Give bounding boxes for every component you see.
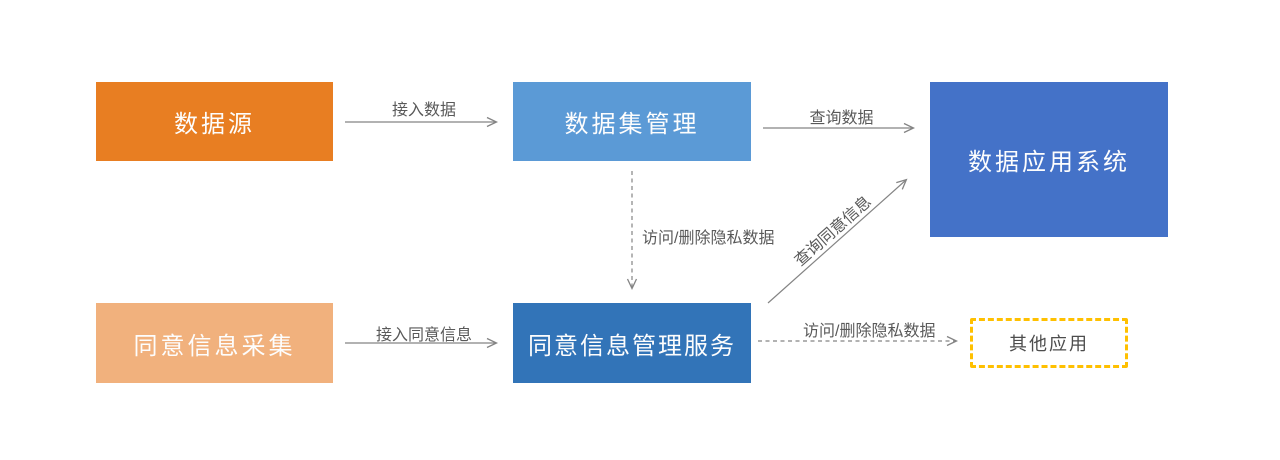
node-consent-info-mgmt-service-label: 同意信息管理服务 [528,332,736,360]
node-consent-info-collection-label: 同意信息采集 [133,332,296,360]
edge-label-access-data: 接入数据 [391,102,456,119]
node-consent-info-mgmt-service: 同意信息管理服务 [513,303,751,383]
edge-label-access-delete-private-data-down: 访问/删除隐私数据 [642,230,775,247]
arrow-query-consent-info [767,178,908,304]
node-data-source-label: 数据源 [174,111,255,138]
edge-label-access-consent-info: 接入同意信息 [375,327,472,344]
node-other-applications: 其他应用 [970,318,1128,368]
node-dataset-management-label: 数据集管理 [564,111,700,138]
node-dataset-management: 数据集管理 [513,82,751,161]
node-data-application-system-label: 数据应用系统 [968,149,1130,176]
node-consent-info-collection: 同意信息采集 [96,303,333,383]
edge-label-query-data: 查询数据 [809,110,874,127]
node-other-applications-label: 其他应用 [1009,334,1089,354]
edge-label-access-delete-private-data-right: 访问/删除隐私数据 [803,323,936,340]
node-data-source: 数据源 [96,82,333,161]
node-data-application-system: 数据应用系统 [930,82,1168,237]
